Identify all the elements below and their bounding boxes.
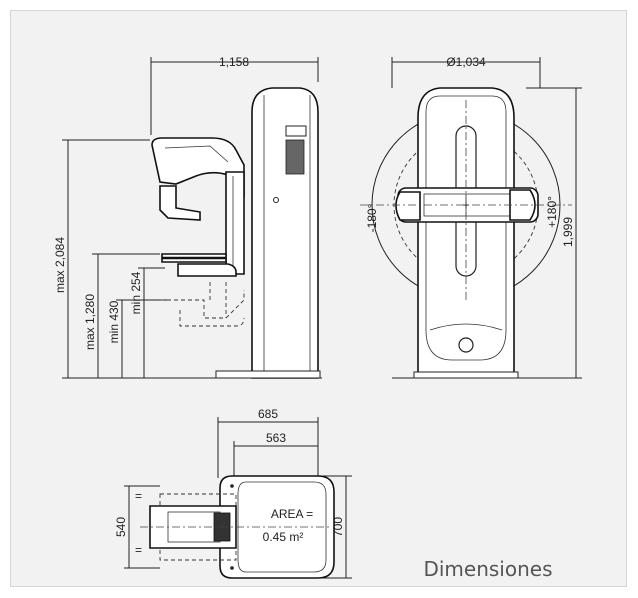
area-value: 0.45 m² [263, 530, 304, 544]
front-view: Ø1,034 1,999 + -180° +180° [360, 55, 582, 379]
diameter-label: Ø1,034 [446, 55, 486, 69]
rotation-negative-label: -180° [365, 203, 379, 232]
min-430-label: min 430 [107, 300, 121, 343]
depth-685-label: 685 [258, 407, 278, 421]
max-height-label: max 2,084 [53, 237, 67, 293]
width-540-label: 540 [114, 517, 128, 537]
rotation-positive-label: +180° [545, 196, 559, 228]
area-label: AREA = [271, 507, 313, 521]
max-1280-label: max 1,280 [83, 294, 97, 350]
top-view: 685 563 540 = = 700 AREA = 0.45 m² [114, 407, 352, 579]
total-height-label: 1,999 [561, 217, 575, 247]
side-width-label: 1,158 [219, 55, 249, 69]
svg-text:+: + [462, 198, 469, 212]
min-254-label: min 254 [129, 271, 143, 314]
svg-text:=: = [135, 489, 142, 503]
svg-text:=: = [135, 543, 142, 557]
depth-563-label: 563 [266, 431, 286, 445]
side-view: 1,158 max 2,084 max 1,280 min 430 min 25… [53, 55, 322, 379]
caption-text: Dimensiones [423, 557, 552, 581]
